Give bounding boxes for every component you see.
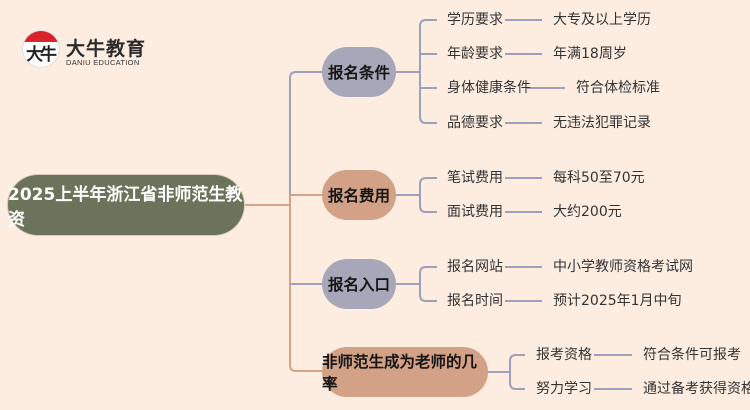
connector-trunk-upper bbox=[289, 71, 322, 195]
leaf-label[interactable]: 学历要求 bbox=[447, 12, 503, 28]
leaf-value[interactable]: 大专及以上学历 bbox=[553, 12, 651, 28]
branch-node-probability[interactable]: 非师范生成为老师的几率 bbox=[322, 347, 488, 397]
connector-b3-bracket bbox=[419, 266, 437, 302]
connector-b2-bracket bbox=[419, 177, 437, 213]
leaf-label[interactable]: 报考资格 bbox=[536, 347, 592, 363]
leaf-label[interactable]: 年龄要求 bbox=[447, 46, 503, 62]
branch-node-conditions[interactable]: 报名条件 bbox=[322, 47, 396, 97]
logo-icon: 大牛 bbox=[22, 30, 60, 68]
logo-name: 大牛教育 bbox=[66, 38, 147, 60]
leaf-label[interactable]: 努力学习 bbox=[536, 381, 592, 397]
leaf-value[interactable]: 大约200元 bbox=[553, 204, 622, 220]
logo-glyph: 大牛 bbox=[26, 45, 57, 65]
leaf-label[interactable]: 报名时间 bbox=[447, 293, 503, 309]
leaf-value[interactable]: 每科50至70元 bbox=[553, 170, 645, 186]
leaf-value[interactable]: 通过备考获得资格 bbox=[643, 381, 750, 397]
leaf-value[interactable]: 无违法犯罪记录 bbox=[553, 115, 651, 131]
leaf-value[interactable]: 预计2025年1月中旬 bbox=[553, 293, 682, 309]
leaf-label[interactable]: 身体健康条件 bbox=[447, 80, 531, 96]
root-node[interactable]: 2025上半年浙江省非师范生教资 bbox=[8, 175, 244, 235]
branch-node-entry[interactable]: 报名入口 bbox=[322, 259, 396, 309]
leaf-value[interactable]: 符合体检标准 bbox=[576, 80, 660, 96]
leaf-label[interactable]: 面试费用 bbox=[447, 204, 503, 220]
logo-subtitle: DANIU EDUCATION bbox=[66, 58, 140, 67]
connector-b4-bracket bbox=[509, 354, 525, 390]
connector-b1-bracket bbox=[419, 19, 437, 124]
branch-node-fees[interactable]: 报名费用 bbox=[322, 170, 396, 220]
leaf-label[interactable]: 笔试费用 bbox=[447, 170, 503, 186]
leaf-value[interactable]: 中小学教师资格考试网 bbox=[553, 259, 693, 275]
leaf-label[interactable]: 品德要求 bbox=[447, 115, 503, 131]
leaf-value[interactable]: 年满18周岁 bbox=[553, 46, 627, 62]
leaf-value[interactable]: 符合条件可报考 bbox=[643, 347, 741, 363]
logo: 大牛 大牛教育 DANIU EDUCATION bbox=[22, 28, 172, 72]
connector-trunk-lower bbox=[289, 195, 322, 372]
leaf-label[interactable]: 报名网站 bbox=[447, 259, 503, 275]
